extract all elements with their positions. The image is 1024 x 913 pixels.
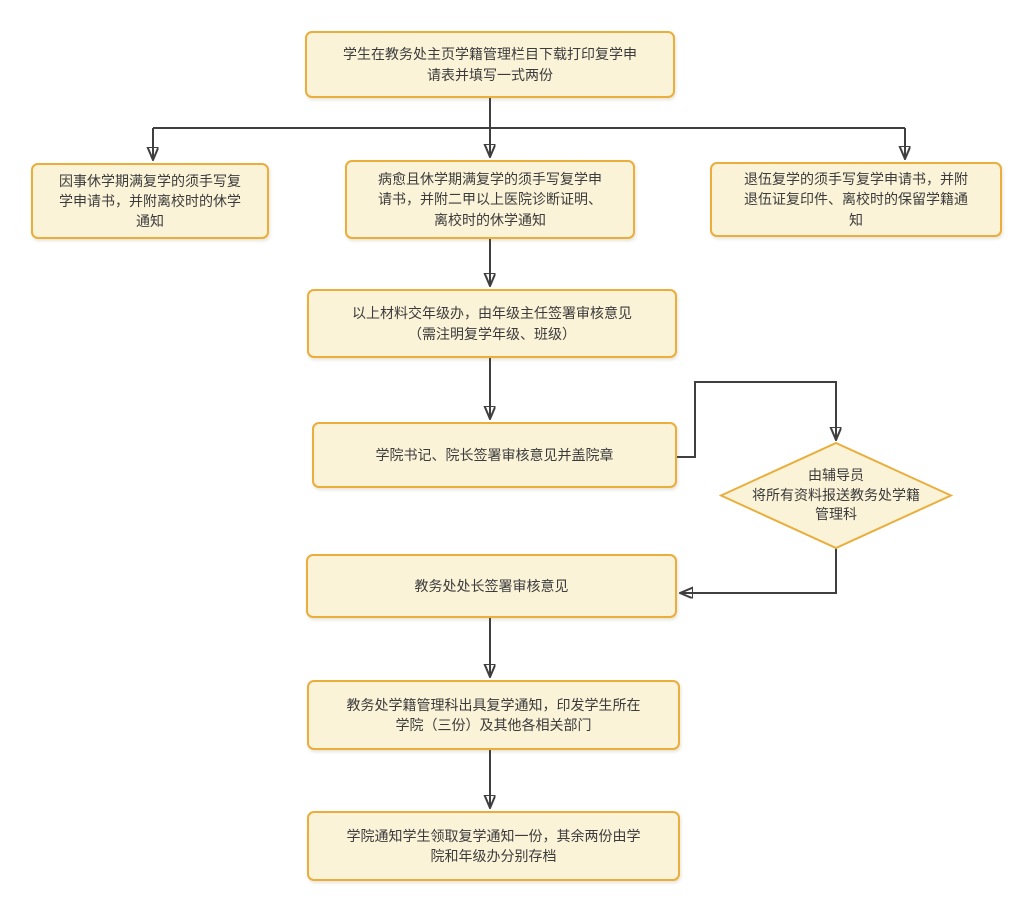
node-personal-leave-requirements: 因事休学期满复学的须手写复 学申请书，并附离校时的休学 通知 (31, 163, 269, 239)
diamond-counselor-submit: 由辅导员 将所有资料报送教务处学籍 管理科 (719, 441, 953, 550)
node-dean-review: 教务处处长签署审核意见 (306, 554, 677, 618)
node-veteran-return-requirements: 退伍复学的须手写复学申请书，并附 退伍证复印件、离校时的保留学籍通 知 (710, 162, 1002, 237)
node-download-print-form: 学生在教务处主页学籍管理栏目下载打印复学申 请表并填写一式两份 (305, 31, 675, 98)
node-college-archive-notice: 学院通知学生领取复学通知一份，其余两份由学 院和年级办分别存档 (307, 811, 680, 881)
node-registrar-issue-notice: 教务处学籍管理科出具复学通知，印发学生所在 学院（三份）及其他各相关部门 (307, 680, 680, 750)
node-college-leaders-review: 学院书记、院长签署审核意见并盖院章 (312, 422, 677, 488)
diamond-shape (719, 441, 953, 550)
node-medical-leave-requirements: 病愈且休学期满复学的须手写复学申 请书，并附二甲以上医院诊断证明、 离校时的休学… (345, 160, 635, 239)
node-grade-office-review: 以上材料交年级办，由年级主任签署审核意见 （需注明复学年级、班级） (307, 289, 677, 358)
diamond-label: 由辅导员 将所有资料报送教务处学籍 管理科 (752, 466, 920, 523)
connector-diamond-to-dean (680, 548, 837, 593)
